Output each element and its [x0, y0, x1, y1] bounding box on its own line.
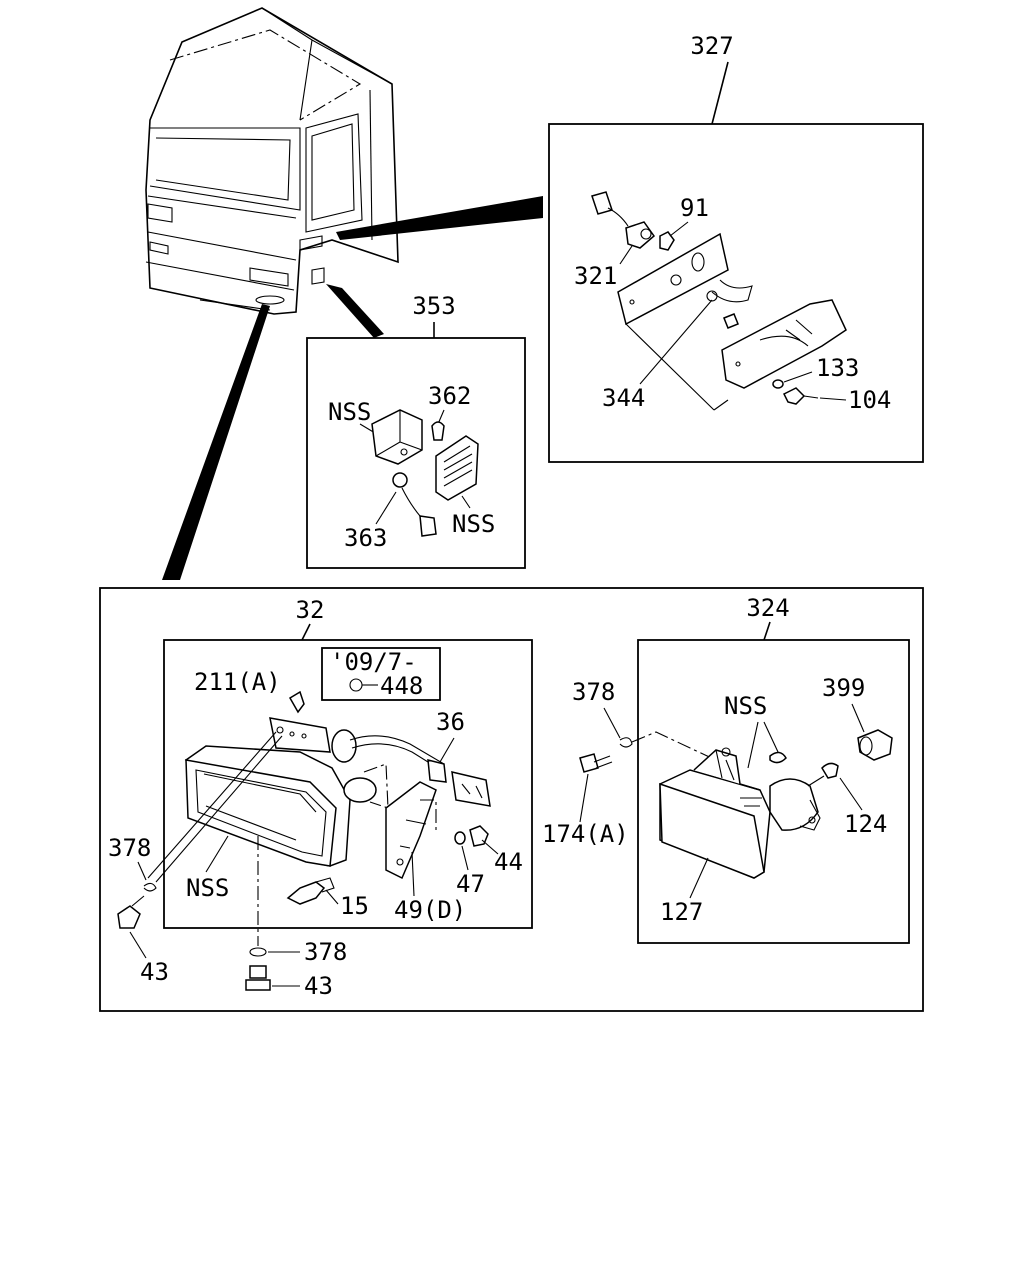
callout-378-bottom: 378	[304, 938, 347, 966]
date-note-box	[321, 647, 441, 701]
truck-cab-illustration	[145, 7, 399, 315]
callout-nss-head: NSS	[186, 874, 229, 902]
box-353-frame	[306, 337, 526, 569]
box-327-frame	[548, 123, 924, 463]
box-32-frame	[163, 639, 533, 929]
callout-344: 344	[602, 384, 645, 412]
callout-124: 124	[844, 810, 887, 838]
callout-324: 324	[746, 594, 789, 622]
callout-nss-side-2: NSS	[452, 510, 495, 538]
callout-49d: 49(D)	[394, 896, 466, 924]
callout-363: 363	[344, 524, 387, 552]
callout-43-bottom: 43	[304, 972, 333, 1000]
callout-378-left: 378	[108, 834, 151, 862]
callout-36: 36	[436, 708, 465, 736]
leader-wedges	[162, 196, 543, 580]
callout-44: 44	[494, 848, 523, 876]
box-327-side-marker: 327 91 321 344 133 104	[548, 32, 924, 463]
box-324-frame	[637, 639, 910, 944]
callout-133: 133	[816, 354, 859, 382]
callout-104: 104	[848, 386, 891, 414]
outer-frame	[99, 587, 924, 1012]
callout-91: 91	[680, 194, 709, 222]
callout-nss-side-1: NSS	[328, 398, 371, 426]
callout-378-fog: 378	[572, 678, 615, 706]
callout-15: 15	[340, 892, 369, 920]
callout-327: 327	[690, 32, 733, 60]
callout-211a: 211(A)	[194, 668, 281, 696]
callout-43-left: 43	[140, 958, 169, 986]
callout-174a: 174(A)	[542, 820, 629, 848]
box-353-side-lamp: 353 NSS 362 NSS 363	[306, 292, 526, 569]
callout-353: 353	[412, 292, 455, 320]
callout-nss-fog: NSS	[724, 692, 767, 720]
date-code: '09/7-	[330, 648, 417, 676]
callout-47: 47	[456, 870, 485, 898]
callout-399: 399	[822, 674, 865, 702]
callout-127: 127	[660, 898, 703, 926]
callout-448: 448	[380, 672, 423, 700]
callout-321: 321	[574, 262, 617, 290]
box-headlamp-foglamp-group: 32 '09/7- 448 211(A) 36 49(D)	[99, 587, 924, 1012]
callout-362: 362	[428, 382, 471, 410]
callout-32: 32	[296, 596, 325, 624]
